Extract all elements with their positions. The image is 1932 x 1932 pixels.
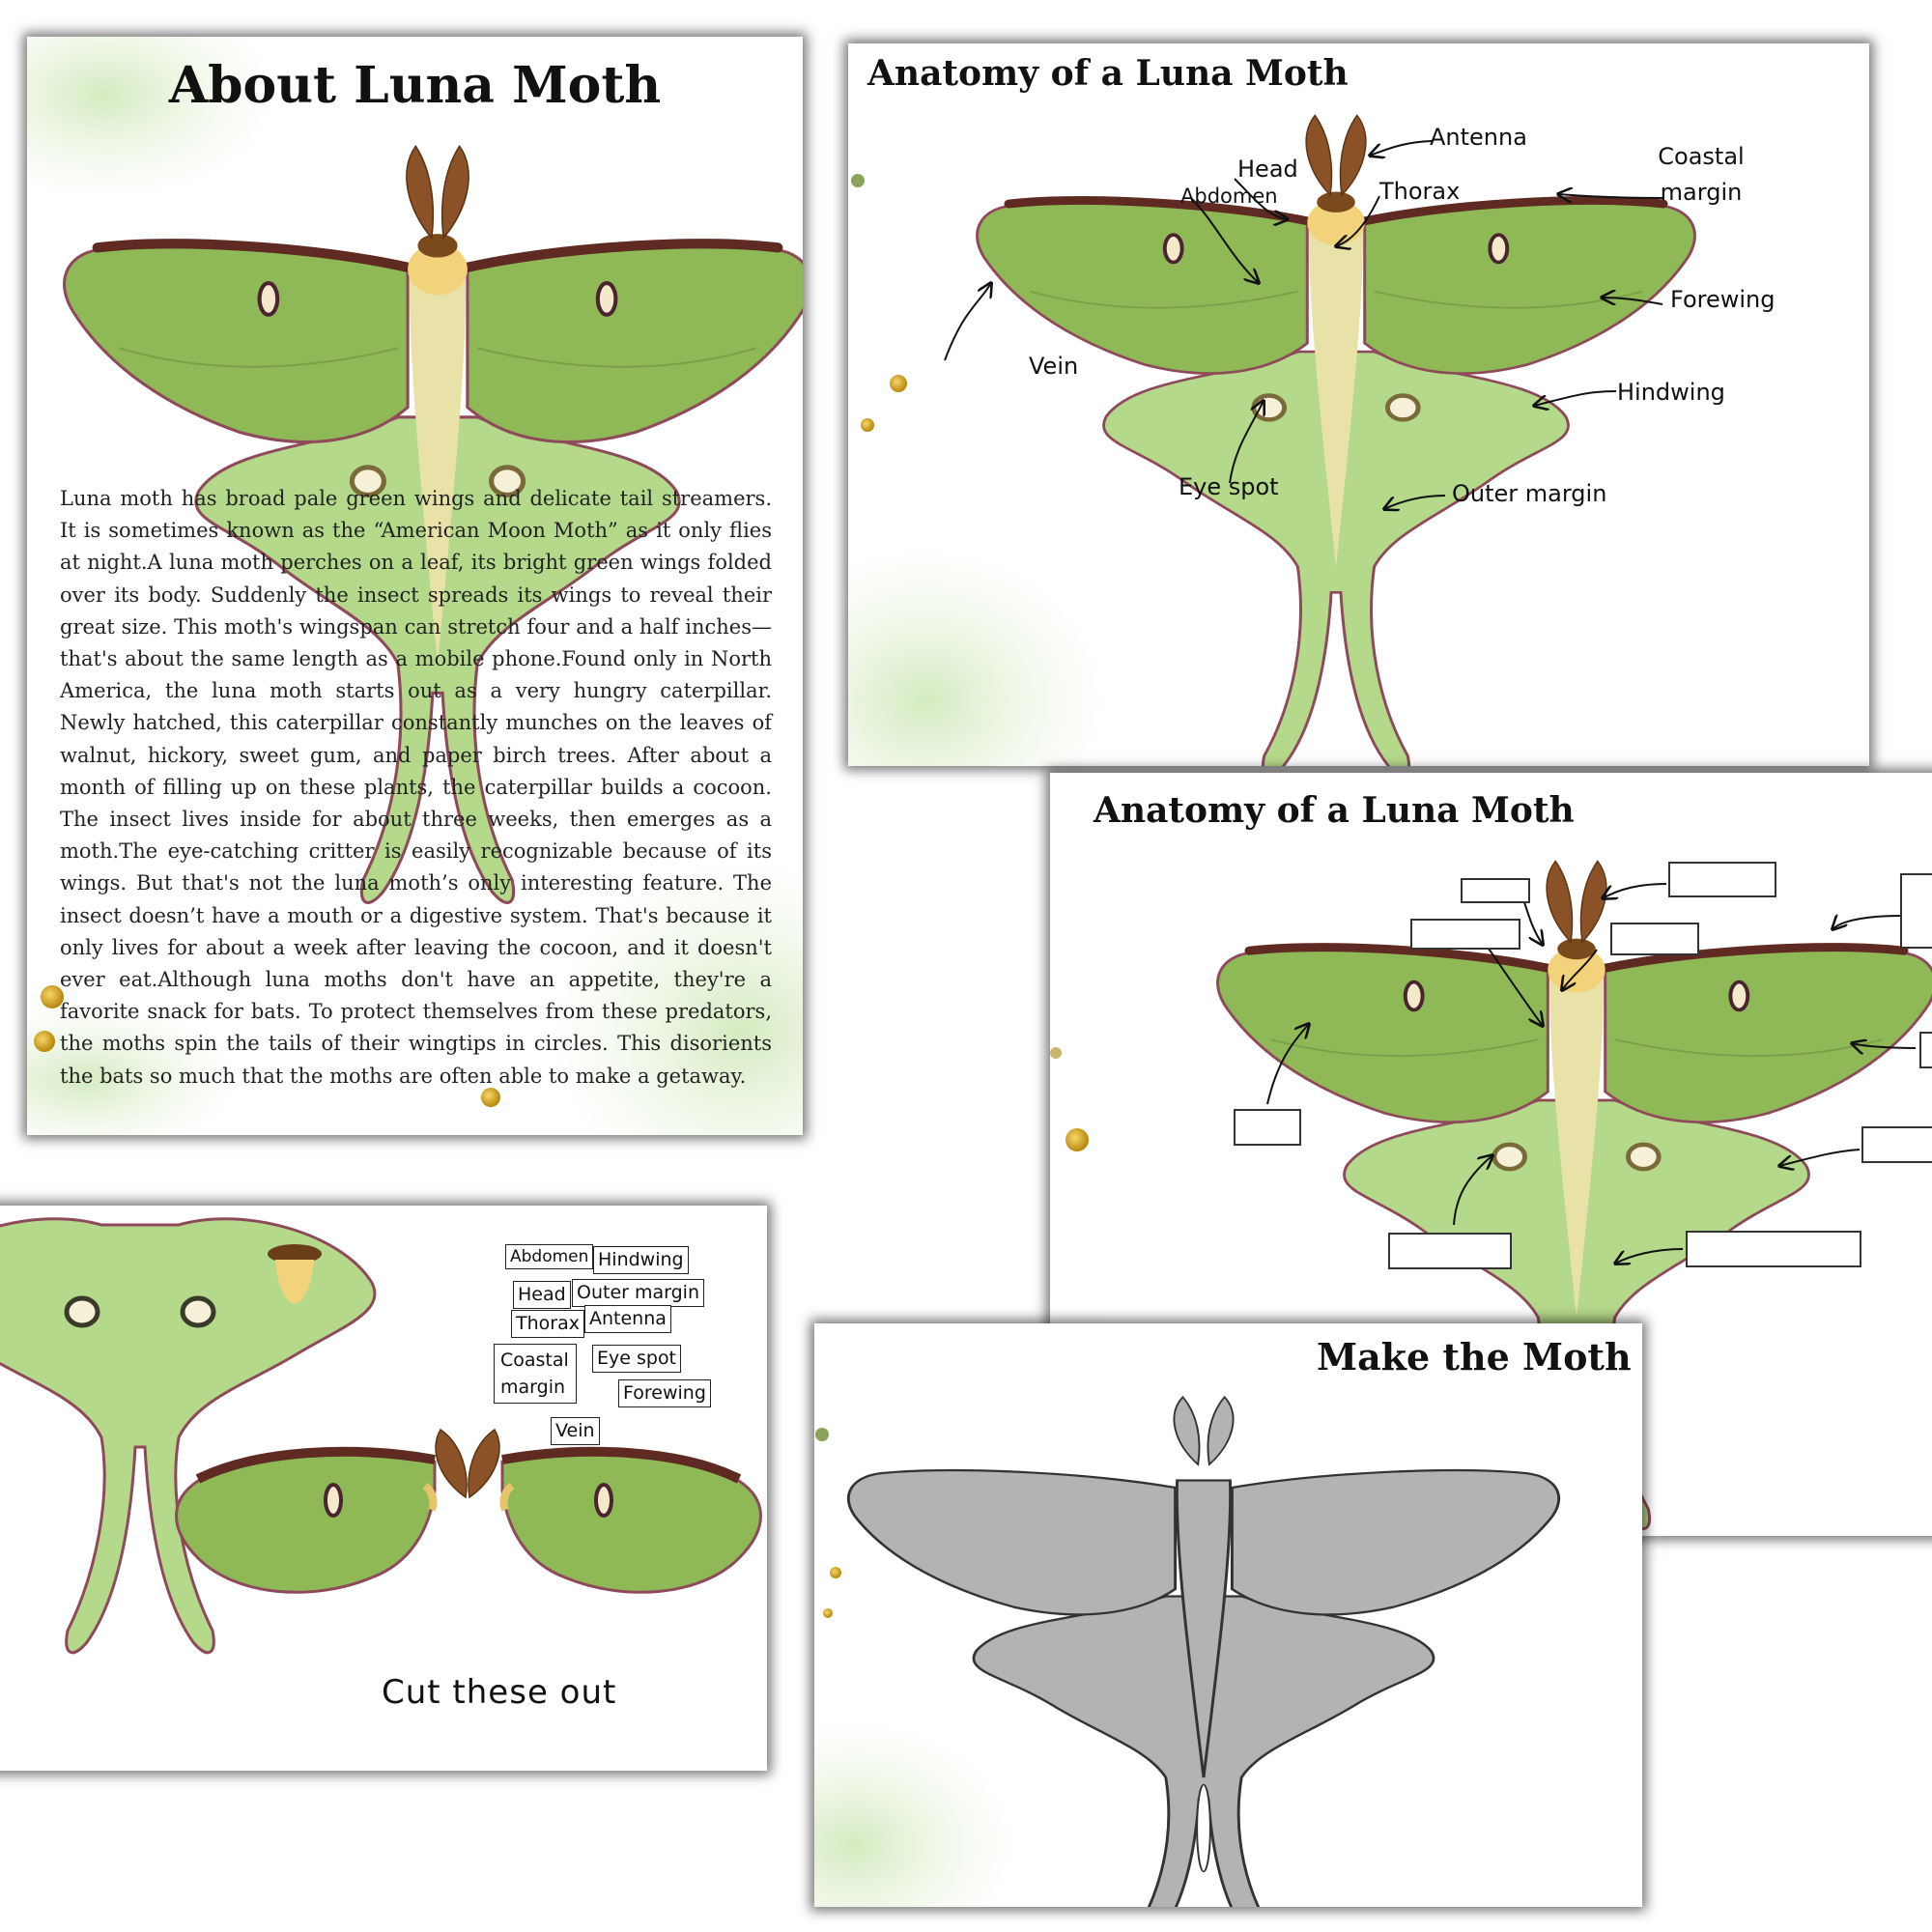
worksheet-title: Anatomy of a Luna Moth [1094, 790, 1575, 831]
gold-dot [34, 1031, 55, 1052]
label-hindwing: Hindwing [1617, 379, 1725, 406]
blank-head[interactable] [1461, 878, 1530, 903]
anatomy-labeled-card: Anatomy of a Luna Moth Antenna Head Abdo… [848, 43, 1869, 766]
label-forewing: Forewing [1670, 286, 1776, 313]
label-arrows [944, 140, 1665, 509]
cutout-art [0, 1217, 762, 1655]
word-card-vein[interactable]: Vein [551, 1417, 600, 1445]
label-head: Head [1237, 156, 1298, 183]
gold-dot [481, 1088, 500, 1107]
label-eye-spot: Eye spot [1179, 473, 1279, 500]
cutout-caption: Cut these out [382, 1673, 617, 1712]
word-card-eye-spot[interactable]: Eye spot [592, 1345, 682, 1373]
label-outer-margin: Outer margin [1452, 480, 1607, 507]
label-vein: Vein [1029, 353, 1079, 380]
label-thorax: Thorax [1379, 178, 1461, 205]
cutout-hindwings [0, 1217, 377, 1655]
about-card: About Luna Moth Luna moth has broad pale… [27, 37, 803, 1135]
gold-dot [41, 985, 64, 1009]
word-card-forewing[interactable]: Forewing [618, 1379, 711, 1407]
blank-abdomen[interactable] [1410, 919, 1520, 950]
anatomy-title: Anatomy of a Luna Moth [867, 53, 1349, 94]
word-card-outer-margin[interactable]: Outer margin [572, 1279, 704, 1307]
anatomy-labeled-art [848, 43, 1869, 766]
blank-hindwing[interactable] [1861, 1126, 1932, 1163]
cutout-card: Abdomen Hindwing Head Outer margin Thora… [0, 1206, 767, 1771]
about-title: About Luna Moth [168, 56, 662, 115]
cutout-right-forewing [499, 1446, 762, 1594]
word-card-antenna[interactable]: Antenna [584, 1305, 671, 1333]
blank-outer-margin[interactable] [1686, 1231, 1861, 1267]
about-decoration [27, 37, 803, 1135]
about-paragraph: Luna moth has broad pale green wings and… [60, 487, 772, 1088]
word-card-abdomen[interactable]: Abdomen [505, 1244, 594, 1270]
blank-antenna[interactable] [1668, 862, 1776, 897]
cutout-left-forewing [175, 1446, 438, 1594]
word-card-coastal-margin[interactable]: Coastal margin [494, 1344, 577, 1404]
label-abdomen: Abdomen [1180, 185, 1278, 208]
make-moth-art [814, 1395, 1561, 1907]
make-moth-card: Make the Moth [814, 1323, 1642, 1907]
blank-forewing[interactable] [1919, 1032, 1932, 1068]
label-coastal-margin: Coastal margin [1658, 143, 1745, 206]
blank-eye-spot[interactable] [1388, 1233, 1512, 1269]
word-card-hindwing[interactable]: Hindwing [593, 1246, 689, 1274]
make-moth-title: Make the Moth [1317, 1335, 1632, 1378]
cutout-antennae-piece [435, 1428, 500, 1499]
cutout-thorax-piece [268, 1244, 322, 1304]
word-card-head[interactable]: Head [513, 1281, 571, 1309]
blank-vein[interactable] [1234, 1109, 1301, 1146]
blank-thorax[interactable] [1610, 923, 1699, 955]
label-antenna: Antenna [1430, 124, 1527, 151]
word-card-thorax[interactable]: Thorax [511, 1310, 584, 1338]
blank-coastal-margin[interactable] [1900, 873, 1932, 949]
